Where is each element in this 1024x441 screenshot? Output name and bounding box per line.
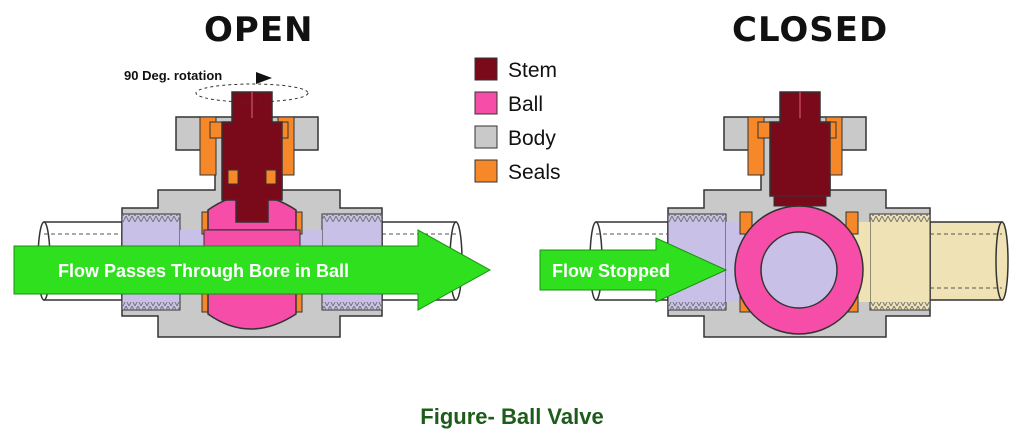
rotation-label: 90 Deg. rotation: [124, 68, 222, 83]
closed-stem: [769, 91, 831, 197]
open-valve: 90 Deg. rotation Flow Passes Through Bor…: [13, 68, 492, 338]
open-flow-arrow: [13, 229, 492, 311]
rotation-path: [195, 83, 309, 103]
closed-title: CLOSED: [732, 10, 889, 50]
open-ball: [207, 194, 297, 330]
legend-label-seals: Seals: [508, 161, 561, 184]
closed-flow-arrow: [539, 237, 728, 303]
open-stem: [221, 91, 283, 223]
closed-flow-label: Flow Stopped: [552, 261, 670, 281]
legend-label-stem: Stem: [508, 59, 557, 82]
open-title: OPEN: [204, 10, 314, 50]
legend-label-body: Body: [508, 127, 556, 150]
legend-swatch-body: [474, 125, 498, 149]
legend: Stem Ball Body Seals: [474, 57, 561, 184]
closed-valve: Flow Stopped: [539, 91, 1009, 338]
legend-label-ball: Ball: [508, 93, 543, 116]
closed-ball-bore: [760, 231, 838, 309]
legend-swatch-seals: [474, 159, 498, 183]
rotation-arrow-icon: [256, 72, 272, 84]
open-flow-label: Flow Passes Through Bore in Ball: [58, 261, 349, 281]
legend-swatch-stem: [474, 57, 498, 81]
figure-caption: Figure- Ball Valve: [420, 404, 604, 429]
legend-swatch-ball: [474, 91, 498, 115]
